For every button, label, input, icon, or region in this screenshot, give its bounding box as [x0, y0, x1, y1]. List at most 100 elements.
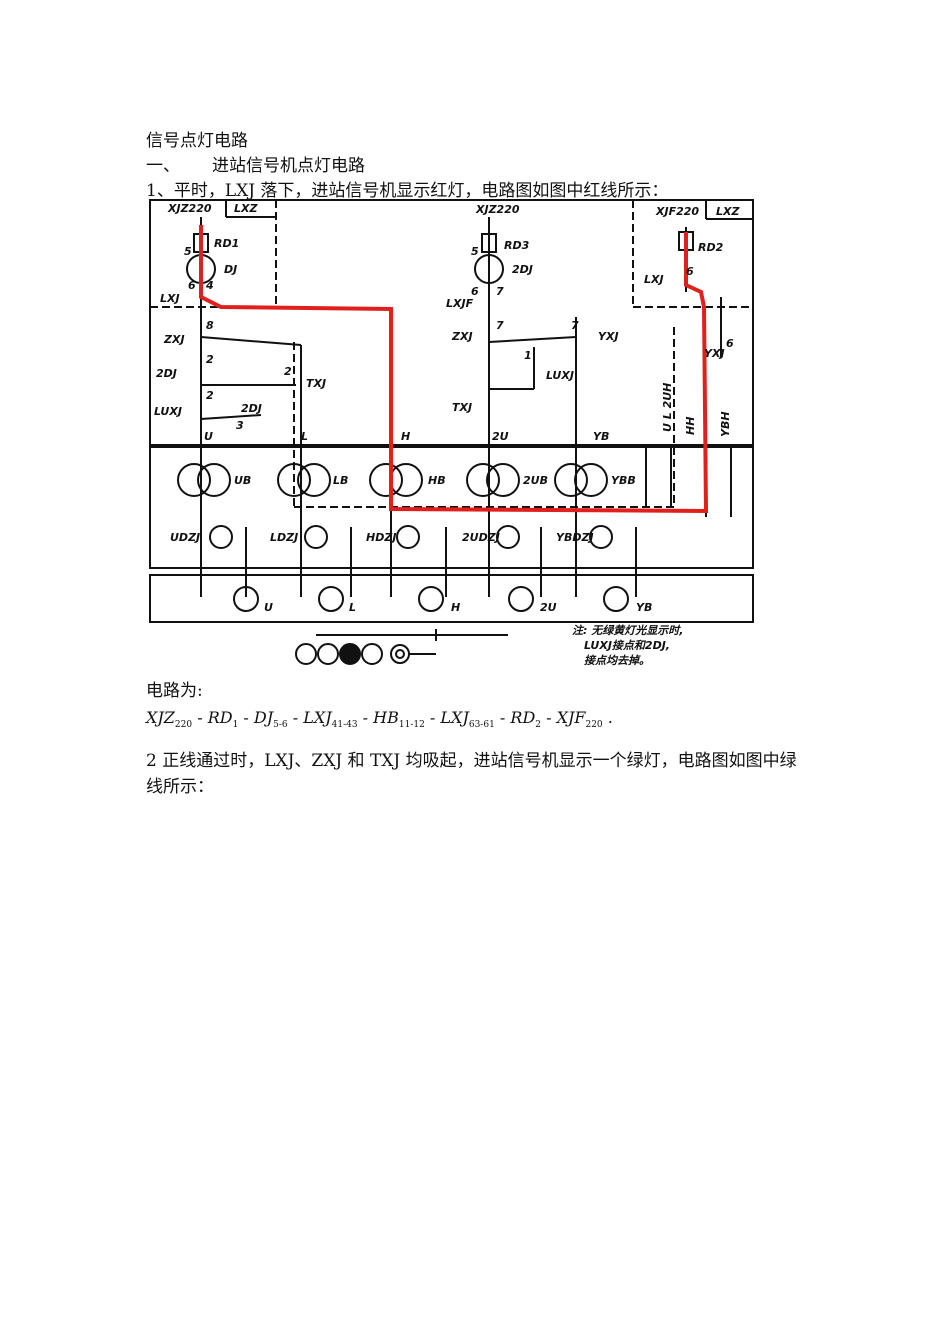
svg-text:LXJF: LXJF: [446, 297, 474, 310]
svg-text:2: 2: [206, 389, 214, 402]
svg-text:LUXJ: LUXJ: [154, 405, 182, 418]
svg-text:LUXJ: LUXJ: [546, 369, 574, 382]
svg-text:接点均去掉。: 接点均去掉。: [584, 654, 650, 667]
transformer-frame: [149, 444, 754, 569]
svg-text:2U: 2U: [492, 430, 509, 443]
svg-text:2DJ: 2DJ: [241, 402, 262, 415]
formula-term: LXJ: [303, 708, 332, 727]
formula-subscript: 11-12: [398, 720, 425, 730]
svg-text:UB: UB: [234, 474, 251, 487]
formula-separator: -: [357, 708, 374, 727]
formula-term: DJ: [253, 708, 274, 727]
formula-term: RD: [207, 708, 233, 727]
svg-text:HB: HB: [428, 474, 446, 487]
svg-text:XJZ220: XJZ220: [475, 203, 520, 216]
svg-text:U L 2UH: U L 2UH: [661, 383, 674, 432]
svg-text:L: L: [301, 430, 308, 443]
formula-separator: -: [238, 708, 254, 727]
svg-text:YBH: YBH: [719, 411, 732, 437]
svg-text:TXJ: TXJ: [452, 401, 472, 414]
svg-text:LUXJ接点和2DJ,: LUXJ接点和2DJ,: [584, 639, 670, 652]
svg-text:2UDZJ: 2UDZJ: [462, 531, 500, 544]
formula-subscript: 1: [232, 720, 239, 730]
doc-title: 信号点灯电路: [146, 131, 248, 151]
formula-term: HB: [373, 708, 399, 727]
svg-text:H: H: [451, 601, 460, 614]
svg-text:L: L: [349, 601, 356, 614]
svg-text:YBB: YBB: [611, 474, 636, 487]
formula-term: XJZ: [146, 708, 175, 727]
section-number: 一、: [146, 156, 180, 176]
formula-term: XJF: [556, 708, 586, 727]
svg-text:U: U: [204, 430, 213, 443]
svg-text:DJ: DJ: [224, 263, 237, 276]
svg-text:2DJ: 2DJ: [512, 263, 533, 276]
svg-text:1: 1: [524, 349, 532, 362]
svg-text:XJF220: XJF220: [655, 205, 699, 218]
svg-text:3: 3: [236, 419, 244, 432]
svg-text:LDZJ: LDZJ: [270, 531, 298, 544]
svg-text:YB: YB: [593, 430, 609, 443]
svg-text:ZXJ: ZXJ: [163, 333, 185, 346]
diagram-frames: [149, 199, 754, 665]
paragraph-1: 1、平时，LXJ 落下，进站信号机显示红灯，电路图如图中红线所示：: [146, 181, 669, 201]
svg-text:6: 6: [726, 337, 734, 350]
svg-text:2UB: 2UB: [523, 474, 548, 487]
circuit-formula: XJZ220 - RD1 - DJ5-6 - LXJ41-43 - HB11-1…: [146, 708, 613, 730]
svg-text:TXJ: TXJ: [306, 377, 326, 390]
svg-text:ZXJ: ZXJ: [451, 330, 473, 343]
section-text: 进站信号机点灯电路: [212, 156, 365, 176]
formula-separator: -: [192, 708, 208, 727]
svg-text:YXJ: YXJ: [598, 330, 619, 343]
svg-text:6: 6: [686, 265, 694, 278]
formula-subscript: 41-43: [331, 720, 358, 730]
svg-text:YXJ: YXJ: [704, 347, 725, 360]
svg-text:7: 7: [496, 319, 504, 332]
circuit-diagram: XJZ220 LXZ RD1 DJ LXJ ZXJ 2DJ TXJ LUXJ 2…: [149, 199, 754, 667]
svg-text:RD3: RD3: [504, 239, 530, 252]
svg-text:6: 6: [188, 279, 196, 292]
section-heading: 一、 进站信号机点灯电路: [146, 151, 365, 176]
formula-separator: -: [287, 708, 304, 727]
lamp-frame: [149, 574, 754, 623]
formula-term: RD: [510, 708, 536, 727]
svg-text:LXZ: LXZ: [234, 202, 258, 215]
svg-text:5: 5: [184, 245, 192, 258]
svg-text:8: 8: [206, 319, 214, 332]
svg-text:注: 无绿黄灯光显示时,: 注: 无绿黄灯光显示时,: [572, 624, 683, 637]
svg-text:4: 4: [205, 279, 214, 292]
svg-text:2: 2: [206, 353, 214, 366]
svg-text:RD1: RD1: [214, 237, 239, 250]
formula-term: LXJ: [440, 708, 469, 727]
formula-separator: -: [541, 708, 557, 727]
svg-text:YBDZJ: YBDZJ: [556, 531, 594, 544]
formula-subscript: 5-6: [273, 720, 288, 730]
formula-subscript: 220: [174, 720, 193, 730]
svg-text:LXJ: LXJ: [160, 292, 180, 305]
svg-text:2U: 2U: [540, 601, 557, 614]
svg-text:7: 7: [571, 319, 579, 332]
svg-text:XJZ220: XJZ220: [167, 202, 212, 215]
formula-subscript: 220: [585, 720, 603, 730]
svg-text:2: 2: [284, 365, 292, 378]
svg-text:LXZ: LXZ: [716, 205, 740, 218]
paragraph-2: 2 正线通过时，LXJ、ZXJ 和 TXJ 均吸起，进站信号机显示一个绿灯，电路…: [146, 751, 797, 797]
formula-subscript: 2: [535, 720, 541, 730]
svg-text:HH: HH: [684, 417, 697, 435]
svg-text:5: 5: [471, 245, 479, 258]
formula-subscript: 63-61: [468, 720, 495, 730]
svg-text:UDZJ: UDZJ: [170, 531, 200, 544]
formula-separator: -: [424, 708, 441, 727]
svg-text:RD2: RD2: [698, 241, 724, 254]
svg-text:H: H: [401, 430, 410, 443]
svg-text:YB: YB: [636, 601, 652, 614]
circuit-label: 电路为:: [146, 681, 203, 701]
red-circuit-path: [199, 225, 709, 514]
svg-text:HDZJ: HDZJ: [366, 531, 396, 544]
upper-frame: [149, 199, 754, 448]
svg-text:7: 7: [496, 285, 504, 298]
diagram-labels: XJZ220 LXZ RD1 DJ LXJ ZXJ 2DJ TXJ LUXJ 2…: [154, 202, 740, 667]
svg-text:LB: LB: [333, 474, 348, 487]
formula-separator: -: [494, 708, 511, 727]
svg-text:6: 6: [471, 285, 479, 298]
